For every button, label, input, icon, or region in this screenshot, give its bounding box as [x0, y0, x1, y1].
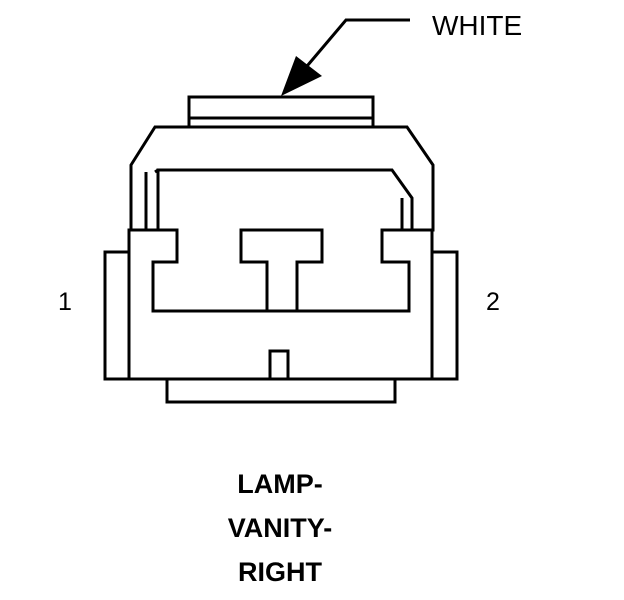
pin-1-label: 1 — [58, 288, 72, 316]
latch-tab-body — [187, 95, 375, 129]
callout-leader — [281, 18, 410, 96]
arrow-head-icon — [281, 56, 322, 96]
body-outline — [127, 228, 434, 381]
latch-tab — [187, 95, 375, 129]
shoulder-outline — [129, 125, 435, 232]
polarizing-key — [268, 349, 290, 381]
leader-line — [300, 18, 410, 73]
component-title-line-2: VANITY- — [227, 513, 333, 543]
bottom-skirt — [165, 377, 397, 404]
component-title: LAMP- VANITY- RIGHT — [180, 462, 380, 594]
housing-shoulder — [129, 125, 435, 232]
inner-corner-left — [154, 168, 159, 174]
component-title-line-3: RIGHT — [238, 557, 322, 587]
component-title-line-1: LAMP- — [237, 469, 323, 499]
side-flanges — [103, 250, 459, 381]
connector-body — [127, 228, 434, 381]
left-flange — [103, 250, 132, 381]
wire-color-label: WHITE — [432, 10, 523, 41]
center-terminal-divider — [239, 228, 324, 313]
right-flange — [430, 250, 459, 381]
pin-2-label: 2 — [486, 288, 500, 316]
